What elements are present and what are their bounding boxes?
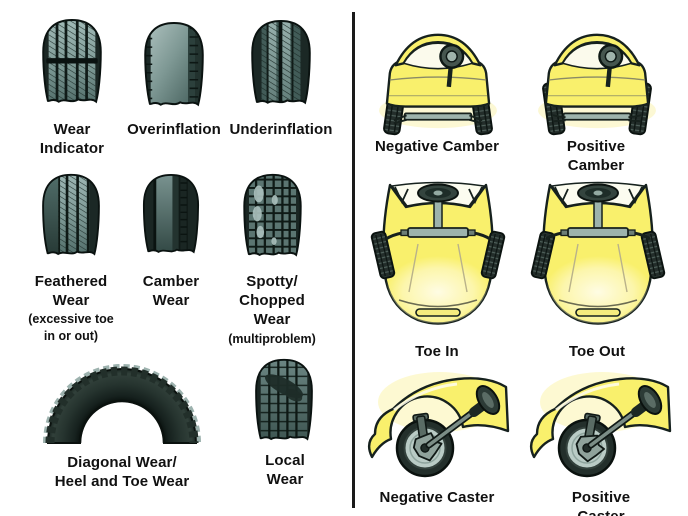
positive-camber-figure <box>533 24 661 136</box>
positive-camber-car-icon <box>538 33 656 136</box>
steering-wheel-icon <box>475 385 501 415</box>
steering-wheel-icon <box>637 385 663 415</box>
overinflation-label: Overinflation <box>127 121 221 138</box>
feathered-wear-label: Feathered Wear <box>34 273 108 309</box>
toe-in-car-icon <box>370 181 506 325</box>
spotty-chopped-wear-sublabel: (multiproblem) <box>228 332 316 346</box>
steering-assembly <box>560 183 636 238</box>
positive-caster-figure <box>524 360 674 480</box>
axle <box>393 112 483 125</box>
negative-camber-label: Negative Camber <box>374 138 500 155</box>
local-wear-figure <box>250 356 318 445</box>
left-wheel <box>530 230 556 280</box>
overinflation-figure <box>139 19 209 111</box>
axle <box>552 112 642 123</box>
wear-indicator-figure <box>37 16 107 108</box>
camber-wear-label: Camber Wear <box>142 273 200 309</box>
feathered-wear-tire-icon <box>42 173 100 256</box>
negative-caster-figure <box>362 360 512 480</box>
overinflation-tire-icon <box>144 22 204 107</box>
negative-caster-car-icon <box>367 372 510 478</box>
spotty-chopped-wear-tire-icon <box>243 173 302 257</box>
positive-camber-label: Positive Camber <box>566 138 626 174</box>
feathered-wear-sublabel: (excessive toe in or out) <box>28 312 114 343</box>
left-wheel <box>370 230 396 280</box>
wear-spots <box>252 185 278 245</box>
underinflation-tire-icon <box>251 20 311 105</box>
camber-wear-tire-icon <box>142 173 200 254</box>
diagonal-wear-tire-icon <box>43 364 201 444</box>
right-wheel <box>480 230 506 280</box>
spotty-chopped-wear-label: Spotty/ Chopped Wear <box>239 273 305 328</box>
underinflation-label: Underinflation <box>229 121 333 138</box>
positive-caster-car-icon <box>529 372 672 478</box>
positive-caster-label: Positive Caster <box>571 489 631 516</box>
local-wear-smudge <box>265 374 303 402</box>
toe-in-label: Toe In <box>415 343 459 360</box>
local-wear-tire-icon <box>255 358 313 441</box>
car-fender <box>529 377 672 459</box>
wear-indicator-tire-icon <box>42 19 102 104</box>
diagonal-wear-figure <box>20 364 225 444</box>
a-pillar-marks <box>554 186 643 205</box>
negative-caster-label: Negative Caster <box>379 489 495 506</box>
toe-out-label: Toe Out <box>568 343 626 360</box>
wear-indicator-label: Wear Indicator <box>39 121 105 157</box>
negative-camber-figure <box>374 24 502 136</box>
toe-out-car-icon <box>530 181 666 325</box>
a-pillar-marks <box>394 186 483 205</box>
local-wear-label: Local Wear <box>265 452 305 488</box>
steering-wheel-icon <box>598 43 624 88</box>
camber-wear-figure <box>138 171 204 258</box>
steering-wheel-icon <box>439 43 465 88</box>
right-wheel <box>640 230 666 280</box>
steering-assembly <box>400 183 476 238</box>
toe-out-figure <box>526 176 671 328</box>
diagonal-heel-toe-wear-label: Diagonal Wear/ Heel and Toe Wear <box>54 454 190 490</box>
spotty-chopped-wear-figure <box>238 171 307 261</box>
underinflation-figure <box>246 17 316 109</box>
feathered-wear-figure <box>37 171 105 260</box>
negative-camber-car-icon <box>379 33 497 136</box>
wear-indicator-bar <box>46 58 98 64</box>
toe-in-figure <box>366 176 511 328</box>
car-fender <box>367 377 510 459</box>
panel-divider <box>352 12 355 508</box>
